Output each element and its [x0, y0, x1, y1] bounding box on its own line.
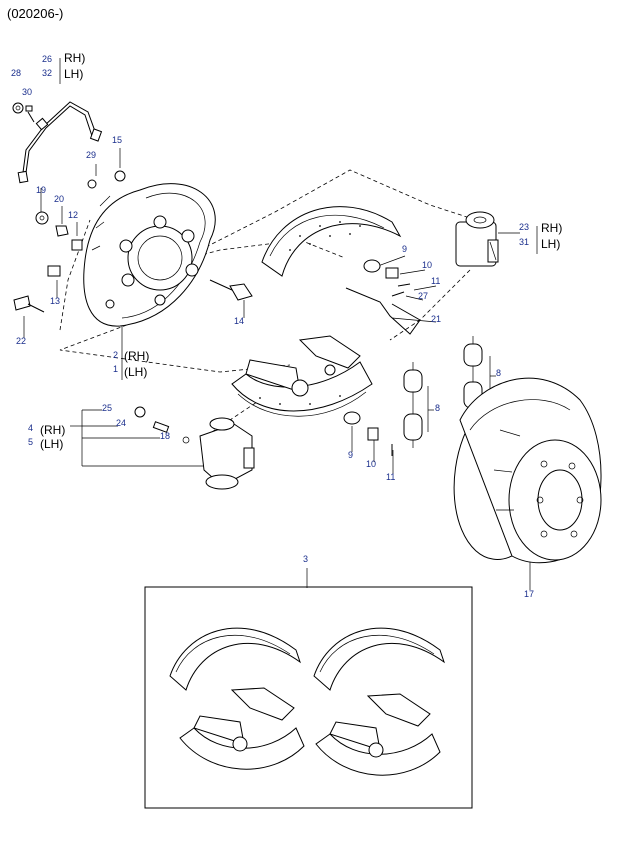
- callout-18: 18: [160, 431, 170, 441]
- shoe-hardware-lower: [343, 411, 393, 456]
- callout-8-left: 8: [435, 403, 440, 413]
- callout-5: 5: [28, 437, 33, 447]
- side-label-31-lh: LH): [541, 237, 560, 251]
- callout-10-lower: 10: [366, 459, 376, 469]
- callout-4: 4: [28, 423, 33, 433]
- callout-15: 15: [112, 135, 122, 145]
- callout-27: 27: [418, 291, 428, 301]
- brake-pipe: [17, 101, 103, 184]
- adjuster-cylinder: [455, 211, 499, 267]
- callout-numbers: 26 32 28 30 15 29 19 20 12 13 22 14 2 1 …: [11, 54, 534, 599]
- side-label-1-lh: (LH): [124, 365, 147, 379]
- upper-brake-shoe: [261, 206, 402, 277]
- callout-21: 21: [431, 314, 441, 324]
- callout-3: 3: [303, 554, 308, 564]
- callout-13: 13: [50, 296, 60, 306]
- side-label-4-rh: (RH): [40, 423, 65, 437]
- callout-30: 30: [22, 87, 32, 97]
- callout-26: 26: [42, 54, 52, 64]
- wheel-cylinder: [134, 406, 255, 490]
- lower-brake-shoe: [231, 335, 373, 417]
- side-label-32-lh: LH): [64, 67, 83, 81]
- callout-10-upper: 10: [422, 260, 432, 270]
- callout-29: 29: [86, 150, 96, 160]
- callout-9-upper: 9: [402, 244, 407, 254]
- callout-24: 24: [116, 418, 126, 428]
- callout-23: 23: [519, 222, 529, 232]
- catalog-code: (020206-): [7, 6, 64, 21]
- callout-11-lower: 11: [386, 472, 395, 482]
- callout-31: 31: [519, 237, 529, 247]
- brake-drum: [453, 377, 602, 564]
- side-label-5-lh: (LH): [40, 437, 63, 451]
- callout-20: 20: [54, 194, 64, 204]
- callout-19: 19: [36, 185, 46, 195]
- side-label-2-rh: (RH): [124, 349, 149, 363]
- callout-14: 14: [234, 316, 244, 326]
- bleeder-parts: [12, 102, 35, 123]
- side-label-23-rh: RH): [541, 221, 562, 235]
- callout-1: 1: [113, 364, 118, 374]
- callout-8-right: 8: [496, 368, 501, 378]
- callout-11-upper: 11: [431, 276, 440, 286]
- callout-2: 2: [113, 350, 118, 360]
- callout-28: 28: [11, 68, 21, 78]
- backing-plate-hardware: [13, 170, 253, 313]
- callout-12: 12: [68, 210, 78, 220]
- callout-22: 22: [16, 336, 26, 346]
- callout-17: 17: [524, 589, 534, 599]
- backing-plate: [83, 183, 216, 327]
- leader-lines: [23, 58, 538, 590]
- side-labels: RH) LH) (RH) (LH) (RH) (LH) RH) LH): [40, 51, 562, 451]
- callout-25: 25: [102, 403, 112, 413]
- side-label-26-rh: RH): [64, 51, 85, 65]
- shoe-kit-box: [144, 586, 473, 809]
- shoe-hardware-upper: [345, 259, 421, 335]
- callout-9-lower: 9: [348, 450, 353, 460]
- callout-32: 32: [42, 68, 52, 78]
